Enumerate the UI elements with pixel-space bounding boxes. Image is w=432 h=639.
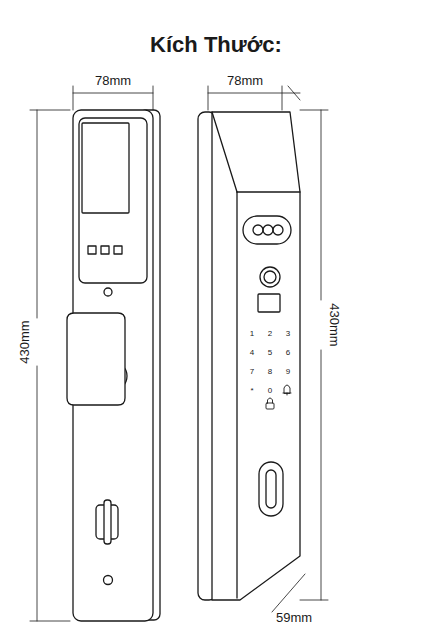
keypad-digit: 5 bbox=[268, 349, 272, 357]
keypad-digit: * bbox=[250, 387, 253, 395]
keypad-digit: 3 bbox=[286, 330, 290, 338]
keypad-digit: 1 bbox=[250, 330, 254, 338]
lock-front-view bbox=[67, 110, 160, 621]
keypad-digit: 6 bbox=[286, 349, 290, 357]
keypad-digit: 4 bbox=[250, 349, 254, 357]
keypad-digit: 7 bbox=[250, 368, 254, 376]
dimension-label: 430mm bbox=[328, 303, 341, 346]
dimension-label: 59mm bbox=[276, 611, 312, 624]
keypad-digit: 0 bbox=[268, 387, 272, 395]
dimension-lines bbox=[30, 86, 328, 621]
keypad-digit: 9 bbox=[286, 368, 290, 376]
keypad-digit: 8 bbox=[268, 368, 272, 376]
dimension-label: 78mm bbox=[95, 74, 131, 87]
dimension-label: 430mm bbox=[18, 320, 31, 363]
keypad-digit: 2 bbox=[268, 330, 272, 338]
lock-side-view bbox=[198, 112, 300, 600]
dimension-label: 78mm bbox=[227, 74, 263, 87]
title: Kích Thước: bbox=[150, 34, 282, 56]
